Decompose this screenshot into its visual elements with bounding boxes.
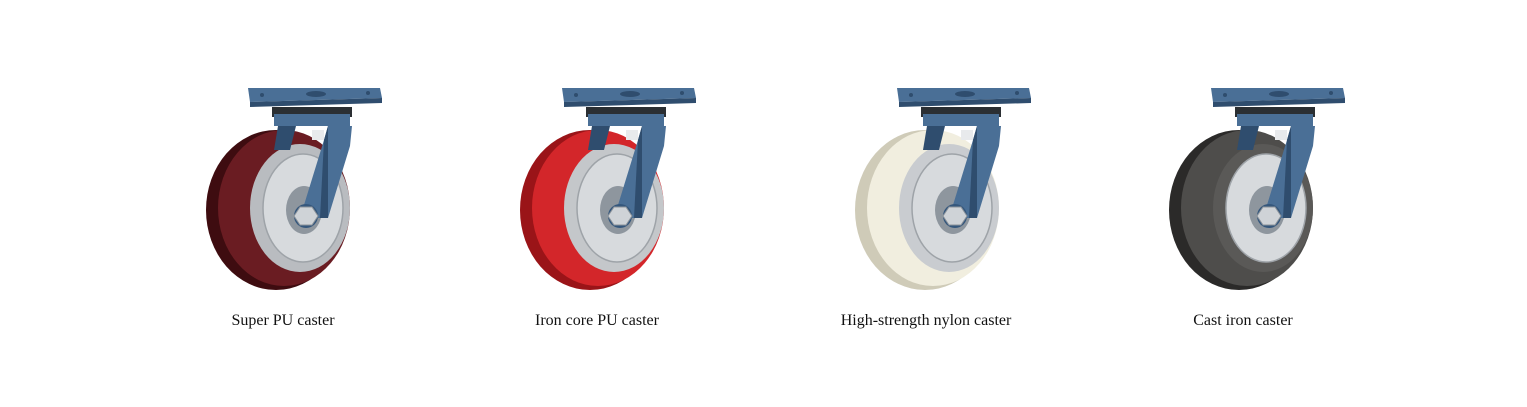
swivel-fork — [274, 126, 352, 218]
swivel-fork — [588, 126, 666, 218]
axle-bolt — [293, 204, 319, 228]
caster-image — [855, 88, 1031, 290]
caster-image — [1169, 88, 1345, 290]
caster-image — [520, 88, 696, 290]
mounting-plate — [562, 88, 696, 126]
axle-bolt — [607, 204, 633, 228]
mounting-plate — [897, 88, 1031, 126]
product-super-pu-caster — [200, 70, 400, 300]
product-caption: Super PU caster — [231, 312, 335, 329]
axle-bolt — [1256, 204, 1282, 228]
swivel-fork — [1237, 126, 1315, 218]
mounting-plate — [1211, 88, 1345, 126]
axle-bolt — [942, 204, 968, 228]
product-cast-iron-caster — [1163, 70, 1363, 300]
swivel-fork — [923, 126, 1001, 218]
product-nylon-caster — [849, 70, 1049, 300]
product-caption: Iron core PU caster — [535, 312, 659, 329]
product-caption: Cast iron caster — [1193, 312, 1293, 329]
mounting-plate — [248, 88, 382, 126]
caster-image — [206, 88, 382, 290]
product-iron-core-pu-caster — [514, 70, 714, 300]
product-caption: High-strength nylon caster — [840, 312, 1012, 329]
